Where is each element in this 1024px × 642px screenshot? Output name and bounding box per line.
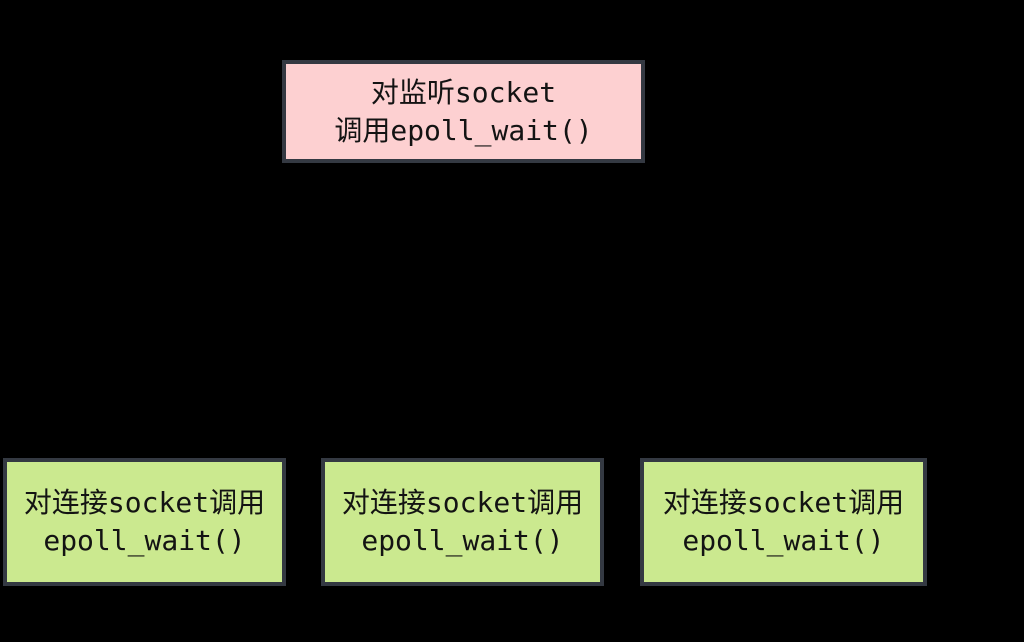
flow-node-conn-socket-2: 对连接socket调用 epoll_wait() — [321, 458, 604, 586]
node-text-line-2: 调用epoll_wait() — [334, 113, 593, 147]
node-text-line-1: 对监听socket — [370, 75, 557, 109]
node-text-line-2: epoll_wait() — [361, 524, 564, 557]
node-text-line-2: epoll_wait() — [682, 524, 885, 557]
node-text-line-1: 对连接socket调用 — [23, 486, 266, 519]
node-text-line-2: epoll_wait() — [43, 524, 246, 557]
flow-node-conn-socket-1: 对连接socket调用 epoll_wait() — [3, 458, 286, 586]
node-text-line-1: 对连接socket调用 — [662, 486, 905, 519]
flow-node-conn-socket-3: 对连接socket调用 epoll_wait() — [640, 458, 927, 586]
flow-node-listen-socket: 对监听socket 调用epoll_wait() — [282, 60, 645, 163]
node-text-line-1: 对连接socket调用 — [341, 486, 584, 519]
